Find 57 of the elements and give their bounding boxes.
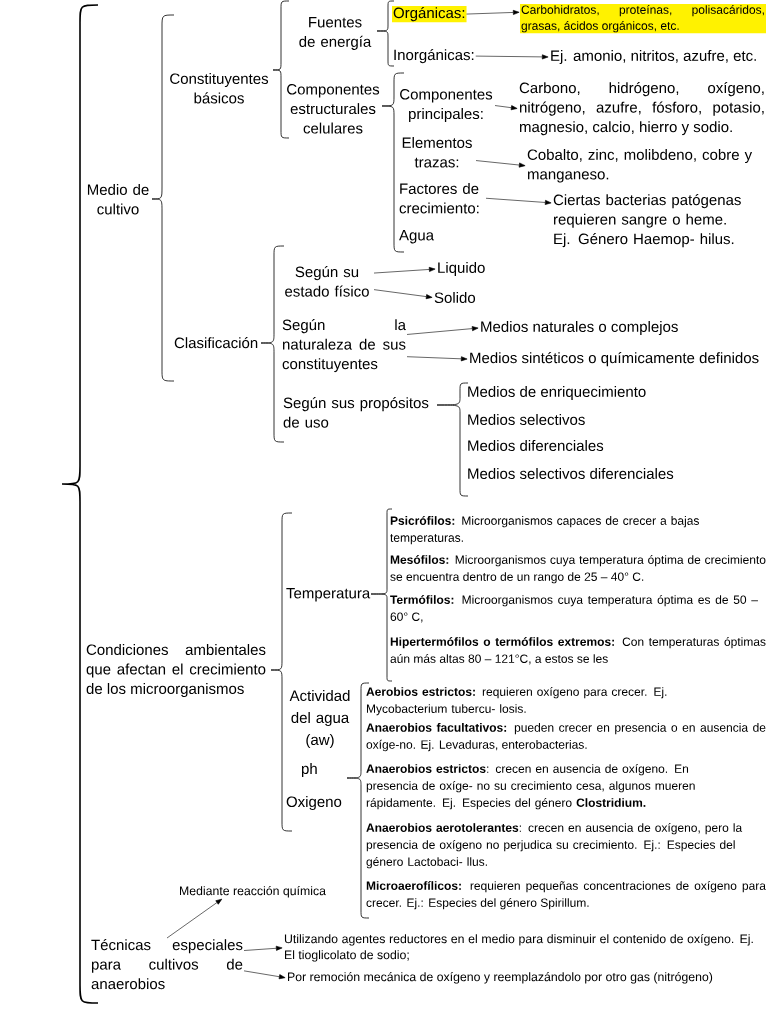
list-item: Medios diferenciales [468, 440, 604, 451]
highlighted-text: Carbohidratos, proteínas, polisacáridos, grasas, ácidos orgánicos, etc. [520, 4, 766, 34]
description-text: Utilizando agentes reductores en el medio para disminuir el contenido de oxígeno. Ej. El tioglicolato de sodio; [284, 934, 753, 962]
concept-label: Componentes principales: [400, 89, 493, 123]
arrow [475, 160, 526, 168]
arrow [243, 945, 283, 951]
definition-text: Termófilos: Microorganismos cuya temperatura óptima es de 50 – 60° C, [390, 595, 758, 623]
arrow [475, 54, 549, 60]
concept-label: Actividad del agua (aw) [289, 690, 350, 748]
arrow [494, 105, 518, 111]
concept-label: Factores de crecimiento: [399, 183, 479, 214]
example-text: Cobalto, zinc, molibdeno, cobre y manganeso. [527, 149, 753, 183]
concept-label: Según sus propósitos de uso [283, 397, 429, 428]
list-item: Medios de enriquecimiento [468, 386, 646, 400]
concept-label: Según su estado físico [285, 266, 369, 297]
definition-text: Anaerobios estrictos: crecen en ausencia de oxígeno. En presencia de oxíge- no su crecimiento cesa, algunos mueren rápidamente. Ej. Especies del género Clostridium. [366, 764, 695, 810]
example-text: Ej. amonio, nitritos, azufre, etc. [551, 50, 756, 64]
concept-label: Agua [399, 230, 435, 244]
list-item: Solido [434, 292, 476, 303]
definition-text: Anaerobios aerotolerantes: crecen en ausencia de oxígeno, pero la presencia de oxígeno no perjudica su crecimiento. Ej.: Especies del género Lactobaci- llus. [366, 823, 743, 869]
list-item: Medios selectivos [468, 414, 585, 425]
definition-text: Aerobios estrictos: requieren oxígeno para crecer. Ej. Mycobacterium tubercu- losis. [366, 687, 667, 716]
arrow [373, 266, 436, 274]
definition-text: Microaerofílicos: requieren pequeñas concentraciones de oxígeno para crecer. Ej.: Especies del género Spirillum. [366, 881, 766, 910]
definition-text: Anaerobios facultativos: pueden crecer en presencia o en ausencia de oxíge-no. Ej. Levaduras, enterobacterias. [366, 723, 766, 752]
definition-text: Hipertermófilos o termófilos extremos: Con temperaturas óptimas aún más altas 80 – 121°C, a estos se les [390, 637, 766, 665]
list-item: Medios sintéticos o químicamente definidos [470, 352, 759, 367]
concept-label: Fuentes de energía [299, 17, 372, 50]
arrow [243, 970, 286, 980]
concept-label: ph [302, 763, 317, 777]
concept-label: Condiciones ambientales que afectan el crecimiento de los microorganismos [86, 644, 266, 697]
list-item: Medios selectivos diferenciales [468, 468, 674, 479]
example-text: Ciertas bacterias patógenas requieren sangre o heme. Ej. Género Haemop- hilus. [553, 194, 741, 248]
concept-label: Elementos trazas: [402, 137, 472, 168]
definition-text: Psicrófilos: Microorganismos capaces de crecer a bajas temperaturas. [390, 516, 699, 545]
list-item: Liquido [438, 262, 485, 276]
concept-label: Medio de cultivo [87, 184, 149, 215]
definition-text: Mesófilos: Microorganismos cuya temperatura óptima de crecimiento se encuentra dentro de un rango de 25 – 40° C. [390, 555, 766, 584]
arrow [166, 898, 223, 939]
highlighted-term: Orgánicas: [392, 6, 467, 23]
concept-label: Inorgánicas: [394, 49, 474, 64]
arrow [485, 197, 552, 205]
example-text: Carbono, hidrógeno, oxígeno, nitrógeno, azufre, fósforo, potasio, magnesio, calcio, hierro y sodio. [519, 82, 764, 136]
arrow [406, 326, 479, 335]
concept-label: Según la naturaleza de sus constituyentes [282, 319, 406, 373]
concept-label: Mediante reacción química [180, 886, 326, 898]
list-item: Medios naturales o complejos [481, 321, 678, 335]
concept-label: Temperatura [286, 588, 371, 602]
arrow [406, 356, 468, 362]
concept-label: Constituyentes básicos [170, 73, 269, 104]
description-text: Por remoción mecánica de oxígeno y reemplazándolo por otro gas (nitrógeno) [288, 972, 713, 984]
arrow [373, 289, 433, 300]
concept-label: Oxigeno [286, 796, 342, 810]
concept-label: Clasificación [174, 337, 258, 349]
arrow [466, 10, 520, 15]
concept-label: Componentes estructurales celulares [287, 84, 380, 134]
concept-label: Técnicas especiales para cultivos de anaerobios [91, 939, 243, 990]
